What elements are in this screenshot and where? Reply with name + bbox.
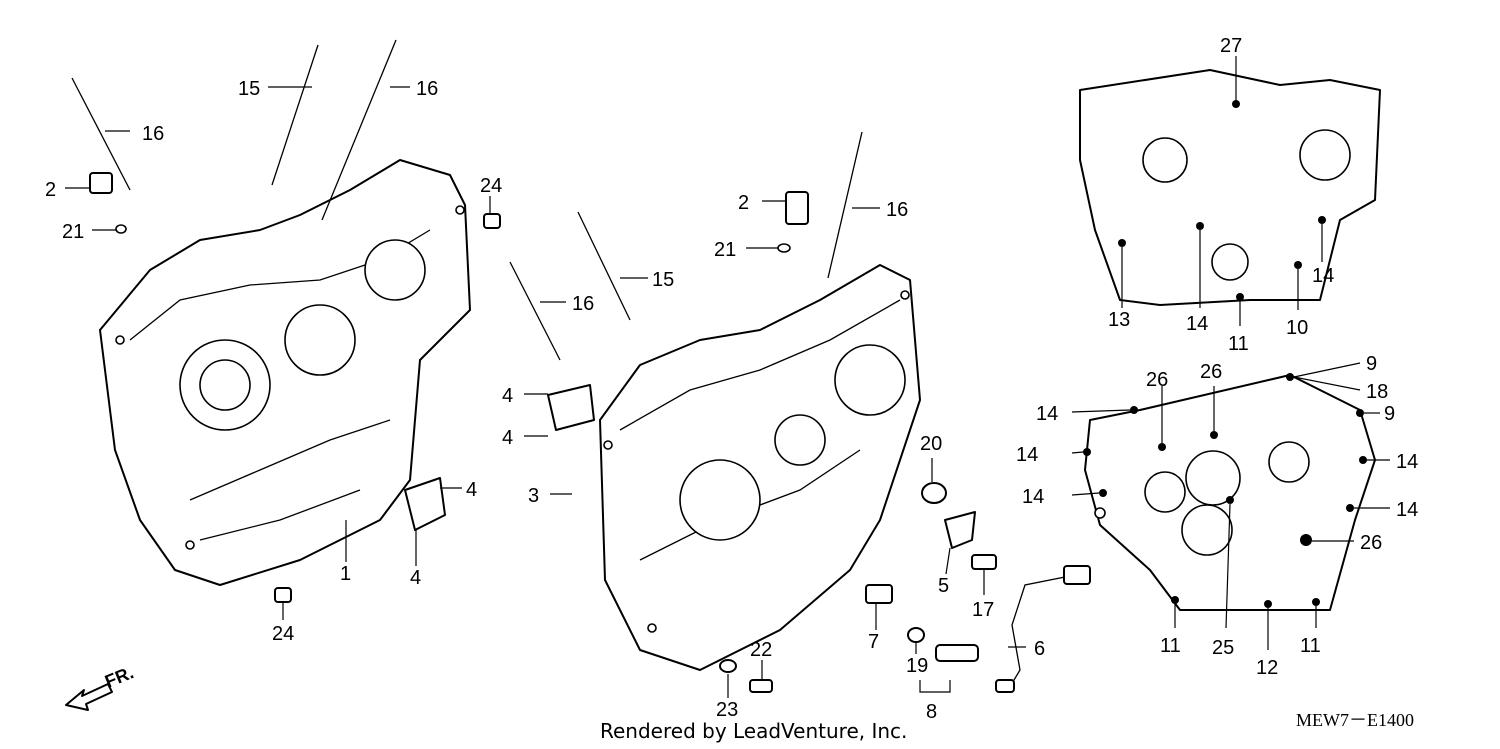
callout: 10 [1286, 317, 1308, 339]
callout: 21 [62, 221, 84, 243]
callout: 2 [738, 192, 749, 214]
small-parts-left [89, 172, 595, 603]
callout: 26 [1360, 532, 1382, 554]
callout: 1 [340, 563, 351, 585]
callout: 22 [750, 639, 772, 661]
callout: 27 [1220, 35, 1242, 57]
callout: 16 [572, 293, 594, 315]
callout: 7 [868, 631, 879, 653]
credit-text: Rendered by LeadVenture, Inc. [600, 719, 907, 743]
callout: 15 [652, 269, 674, 291]
callout: 11 [1228, 333, 1249, 355]
center-crankcase [599, 264, 921, 671]
callout: 6 [1034, 638, 1045, 660]
callout: 14 [1186, 313, 1208, 335]
callout: 14 [1022, 486, 1044, 508]
callout: 25 [1212, 637, 1234, 659]
stud-bolts-center [509, 131, 863, 361]
callout: 12 [1256, 657, 1278, 679]
callout: 23 [716, 699, 738, 721]
callout: 3 [528, 485, 539, 507]
callout: 18 [1366, 381, 1388, 403]
callout: 19 [906, 655, 928, 677]
callout: 26 [1146, 369, 1168, 391]
callout: 11 [1300, 635, 1321, 657]
callout: 9 [1384, 403, 1395, 425]
callout: 9 [1366, 353, 1377, 375]
callout: 4 [502, 427, 513, 449]
callout: 8 [926, 701, 937, 723]
callout: 16 [886, 199, 908, 221]
callout: 24 [480, 175, 502, 197]
callout: 16 [416, 78, 438, 100]
callout: 15 [238, 78, 260, 100]
direction-label: FR. [102, 662, 136, 691]
diagram-code: MEW7－E1400 [1296, 710, 1414, 730]
small-parts-center [719, 191, 1091, 693]
leader-lines [65, 56, 1390, 698]
callout: 20 [920, 433, 942, 455]
callout: 26 [1200, 361, 1222, 383]
callout: 11 [1160, 635, 1181, 657]
gasket-lower-right [1083, 373, 1376, 611]
gasket-upper-right [1079, 69, 1381, 306]
callout: 17 [972, 599, 994, 621]
front-direction-arrow: FR. [65, 662, 136, 711]
left-crankcase [99, 159, 471, 586]
callout: 14 [1036, 403, 1058, 425]
callout: 4 [466, 479, 477, 501]
callout-labels: 16 15 16 2 21 24 1 4 4 24 2 21 16 15 16 … [45, 35, 1418, 723]
callout: 14 [1016, 444, 1038, 466]
callout: 5 [938, 575, 949, 597]
callout: 14 [1312, 265, 1334, 287]
callout: 2 [45, 179, 56, 201]
callout: 14 [1396, 499, 1418, 521]
callout: 4 [502, 385, 513, 407]
stud-bolts-left [71, 39, 397, 221]
callout: 4 [410, 567, 421, 589]
callout: 13 [1108, 309, 1130, 331]
callout: 14 [1396, 451, 1418, 473]
callout: 16 [142, 123, 164, 145]
callout: 21 [714, 239, 736, 261]
callout: 24 [272, 623, 294, 645]
